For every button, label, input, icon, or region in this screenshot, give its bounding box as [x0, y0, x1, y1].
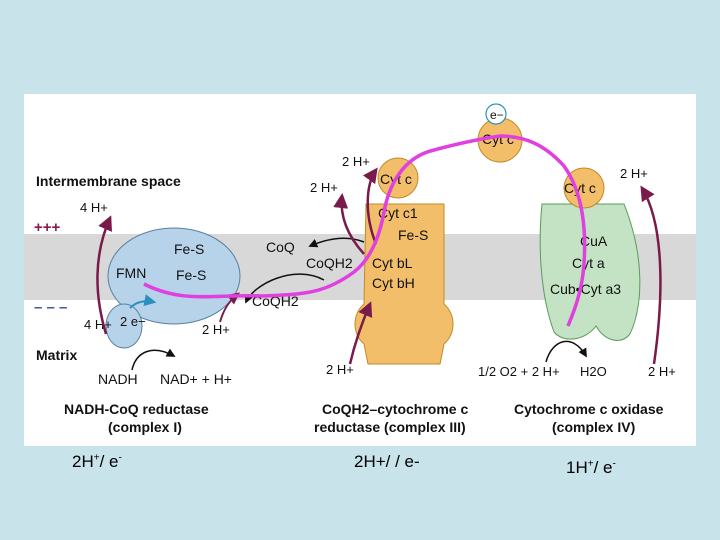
nad-label: NAD+ + H+	[160, 371, 232, 387]
complex-i-h-in: 4 H+	[84, 317, 112, 332]
nadh-label: NADH	[98, 371, 138, 387]
caption-complex-i-sup2: -	[118, 452, 121, 463]
caption-complex-iv: 1H+/ e-	[566, 458, 616, 478]
complex-iv-cytc: Cyt c	[564, 180, 596, 196]
cytochrome-c-carrier: e− Cyt c	[478, 104, 522, 162]
positive-charge-label: +++	[34, 219, 61, 236]
cub-cyt-a3-label: Cub•Cyt a3	[550, 281, 621, 297]
complex-iv-title: Cytochrome c oxidase	[514, 401, 664, 417]
caption-complex-iv-sup2: -	[612, 458, 615, 469]
complex-i-h-out: 4 H+	[80, 200, 108, 215]
complex-iii-h-in: 2 H+	[326, 362, 354, 377]
complex-i-electrons: 2 e−	[120, 314, 146, 329]
cytc-electron: e−	[490, 108, 504, 122]
complex-i-subtitle: (complex I)	[108, 419, 182, 435]
water-product: H2O	[580, 364, 607, 379]
cyt-bh-label: Cyt bH	[372, 275, 415, 291]
caption-complex-iii: 2H+/ / e-	[354, 452, 420, 472]
matrix-label: Matrix	[36, 347, 77, 363]
coq-label: CoQ	[266, 239, 295, 255]
nadh-arrow	[132, 350, 174, 370]
complex-iii-h-out-2: 2 H+	[310, 180, 338, 195]
cyt-bl-label: Cyt bL	[372, 255, 413, 271]
coq-matrix-protons: 2 H+	[202, 322, 230, 337]
complex-i-fes-1: Fe-S	[174, 241, 204, 257]
complex-iii-coqh2: CoQH2	[306, 255, 353, 271]
complex-iii-subtitle: reductase (complex III)	[314, 419, 466, 435]
cyt-a-label: Cyt a	[572, 255, 605, 271]
fmn-label: FMN	[116, 265, 146, 281]
complex-i-fes-2: Fe-S	[176, 267, 206, 283]
complex-iv-h-out: 2 H+	[620, 166, 648, 181]
complex-i-title: NADH-CoQ reductase	[64, 401, 209, 417]
caption-complex-i-mid: / e	[100, 452, 119, 471]
diagram-figure: Intermembrane space Matrix +++ – – – Fe-…	[24, 94, 696, 446]
caption-complex-iv-mid: / e	[594, 458, 613, 477]
oxygen-arrow	[546, 341, 586, 362]
electron-transport-chain-diagram: Intermembrane space Matrix +++ – – – Fe-…	[24, 94, 696, 446]
complex-iv-subtitle: (complex IV)	[552, 419, 635, 435]
intermembrane-space-label: Intermembrane space	[36, 173, 181, 189]
complex-iii-h-out-1: 2 H+	[342, 154, 370, 169]
oxygen-reactant: 1/2 O2 + 2 H+	[478, 364, 560, 379]
complex-iv: Cyt c CuA Cyt a Cub•Cyt a3	[540, 168, 640, 340]
complex-iii-fes: Fe-S	[398, 227, 428, 243]
caption-complex-i-main: 2H	[72, 452, 94, 471]
complex-iv-h-in: 2 H+	[648, 364, 676, 379]
caption-complex-i: 2H+/ e-	[72, 452, 122, 472]
complex-iii-title: CoQH2–cytochrome c	[322, 401, 468, 417]
caption-complex-iv-main: 1H	[566, 458, 588, 477]
negative-charge-label: – – –	[34, 299, 67, 316]
